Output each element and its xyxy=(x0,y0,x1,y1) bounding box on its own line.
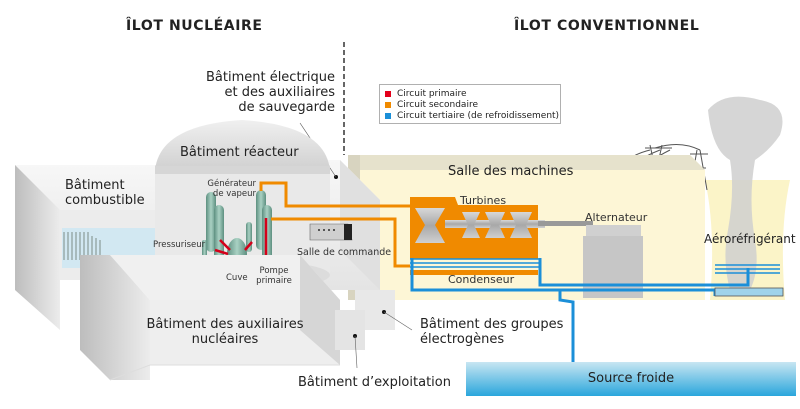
label-line: de vapeur xyxy=(212,189,256,199)
turbines-label: Turbines xyxy=(460,194,507,207)
reactor-building-label: Bâtiment réacteur xyxy=(180,145,299,160)
annex-buildings xyxy=(335,290,413,369)
cooling-basin xyxy=(714,287,784,297)
generator-building-label: Bâtiment des groupes électrogènes xyxy=(420,317,563,347)
nuclear-island-title: ÎLOT NUCLÉAIRE xyxy=(126,18,263,34)
vessel-label: Cuve xyxy=(226,273,248,283)
turbine-hall-label: Salle des machines xyxy=(448,164,574,179)
fuel-building-label: Bâtiment combustible xyxy=(65,178,145,208)
label-line: de sauvegarde xyxy=(238,100,335,115)
nuclear-aux-building xyxy=(80,255,340,381)
operations-building-label: Bâtiment d’exploitation xyxy=(298,375,451,390)
legend-swatch-primary xyxy=(385,90,391,97)
legend-label: Circuit primaire xyxy=(397,88,467,99)
cold-source-label: Source froide xyxy=(587,371,675,386)
legend-swatch-tertiary xyxy=(385,112,391,119)
legend-item-secondary: Circuit secondaire xyxy=(385,99,560,110)
label-line: Pompe xyxy=(259,266,289,276)
condenser xyxy=(410,253,540,275)
cooling-tower xyxy=(705,96,790,300)
condenser-label: Condenseur xyxy=(448,273,515,286)
label-line: combustible xyxy=(65,193,145,208)
label-line: Bâtiment des groupes xyxy=(420,317,564,332)
control-room-label: Salle de commande xyxy=(297,247,392,258)
label-line: Bâtiment électrique xyxy=(205,70,335,85)
alternator-label: Alternateur xyxy=(585,211,648,224)
pressurizer-label: Pressuriseur xyxy=(153,240,206,250)
legend-swatch-secondary xyxy=(385,101,391,108)
cold-source xyxy=(466,362,796,396)
legend: Circuit primaire Circuit secondaire Circ… xyxy=(379,84,561,124)
label-line: électrogènes xyxy=(420,332,505,347)
legend-item-tertiary: Circuit tertiaire (de refroidissement) xyxy=(385,110,560,121)
control-room-console xyxy=(309,223,353,241)
legend-label: Circuit secondaire xyxy=(397,99,478,110)
label-line: Bâtiment xyxy=(65,178,125,193)
secondary-circuit xyxy=(259,181,410,268)
label-line: et des auxiliaires xyxy=(224,85,335,100)
label-line: primaire xyxy=(256,276,292,286)
primary-pump-label: Pompe primaire xyxy=(254,266,294,286)
steam-generator-label: Générateur de vapeur xyxy=(196,179,256,199)
turbine-block xyxy=(410,197,593,253)
cooling-tower-label: Aéroréfrigérant xyxy=(704,232,796,246)
alternator xyxy=(583,225,643,298)
legend-item-primary: Circuit primaire xyxy=(385,88,560,99)
label-line: nucléaires xyxy=(191,332,259,347)
electrical-building-label: Bâtiment électrique et des auxiliaires d… xyxy=(200,70,335,115)
label-line: Bâtiment des auxiliaires xyxy=(146,317,304,332)
conventional-island-title: ÎLOT CONVENTIONNEL xyxy=(514,18,700,34)
nuclear-aux-building-label: Bâtiment des auxiliaires nucléaires xyxy=(140,317,310,347)
label-line: Générateur xyxy=(207,179,256,189)
legend-label: Circuit tertiaire (de refroidissement) xyxy=(397,110,560,121)
